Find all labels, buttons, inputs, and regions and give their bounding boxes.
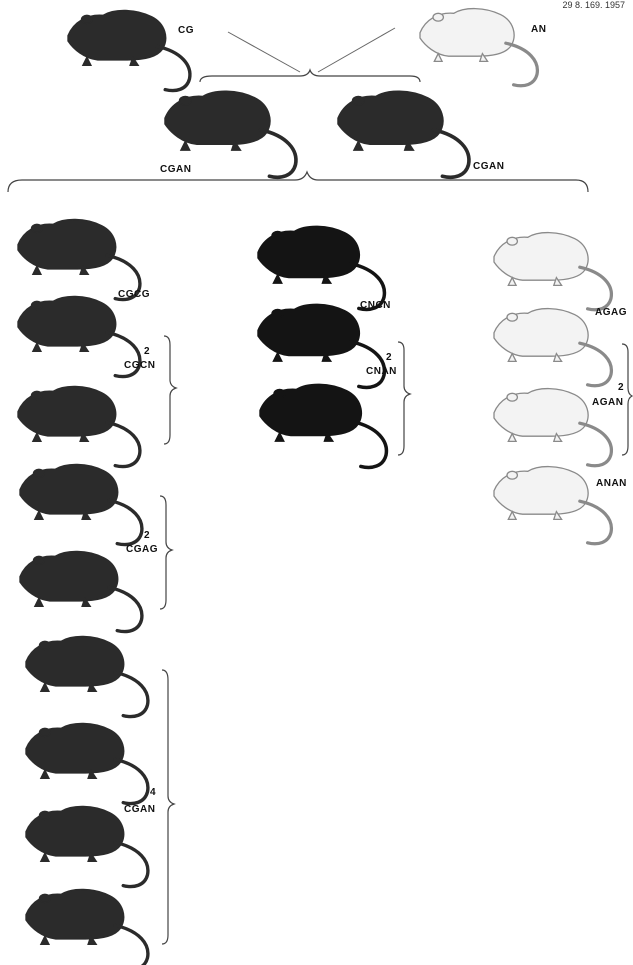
rat-cgan-2 [26, 723, 148, 803]
f2-label-cnan: CNAN [366, 366, 397, 377]
f2-label-cgcn: CGCN [124, 360, 155, 371]
f1-label-1: CGAN [160, 164, 191, 175]
f1-label-2: CGAN [473, 161, 504, 172]
brace-agan [622, 344, 632, 455]
f2-count-cgag: 2 [144, 530, 150, 541]
rat-cgag-1 [20, 464, 142, 544]
brace-cgan [162, 670, 174, 944]
rat-cgcg [18, 219, 140, 299]
f2-count-cgan: 4 [150, 787, 156, 798]
rat-cncn [258, 226, 384, 309]
brace-cnan [398, 342, 410, 455]
rat-cgan-3 [26, 806, 148, 886]
brace-cgcn [164, 336, 176, 444]
parent-an-label: AN [531, 24, 546, 35]
f2-count-cgcn: 2 [144, 346, 150, 357]
f1-rat-1: CGAN [160, 91, 296, 177]
rat-anan [494, 467, 611, 544]
rat-agan-1 [494, 309, 611, 386]
f1-rat-2: CGAN [338, 91, 504, 177]
cross-line-right [318, 28, 395, 72]
f2-col-1: CGCG 2 CGCN 2 CGAG 4 CGAN [18, 219, 176, 965]
f2-label-agan: AGAN [592, 397, 623, 408]
f2-label-cgcg: CGCG [118, 289, 150, 300]
f2-label-cgag: CGAG [126, 544, 158, 555]
cross-line-left [228, 32, 300, 72]
f2-col-2: CNCN 2 CNAN [258, 226, 410, 467]
parent-cg: CG [68, 10, 194, 90]
rat-cnan-2 [260, 384, 386, 467]
rat-agag [494, 233, 611, 310]
rat-cgcn-2 [18, 386, 140, 466]
brace-cgag [160, 496, 172, 609]
rat-cgag-2 [20, 551, 142, 631]
parent-an: AN [420, 9, 546, 86]
parent-cg-label: CG [178, 25, 194, 36]
f2-label-cncn: CNCN [360, 300, 391, 311]
f2-col-3: AGAG 2 AGAN ANAN [494, 233, 632, 544]
rat-cgcn-1 [18, 296, 140, 376]
f2-label-cgan: CGAN [124, 804, 155, 815]
f2-label-agag: AGAG [595, 307, 627, 318]
reference-text: 29 8. 169. 1957 [562, 0, 625, 10]
rat-cgan-4 [26, 889, 148, 965]
rat-cgan-1 [26, 636, 148, 716]
f2-count-agan: 2 [618, 382, 624, 393]
f2-count-cnan: 2 [386, 352, 392, 363]
f2-label-anan: ANAN [596, 478, 627, 489]
f2-brace [8, 172, 588, 192]
f1-brace [200, 70, 420, 82]
